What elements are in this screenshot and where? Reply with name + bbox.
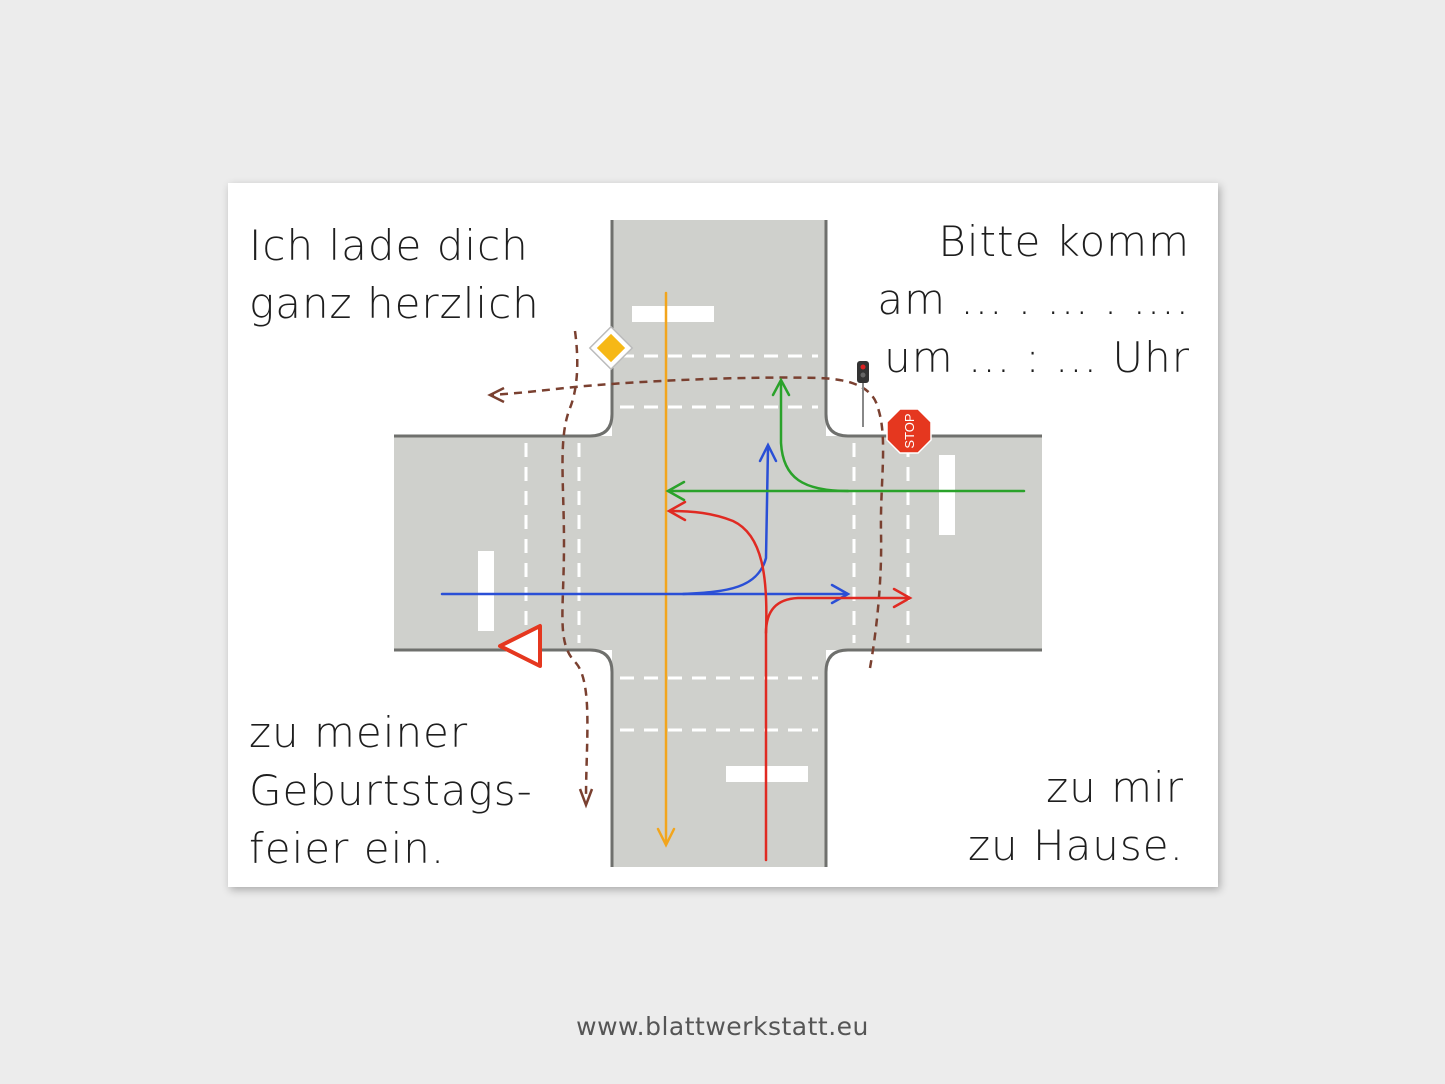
pedestrian-routes — [489, 330, 885, 799]
route-green-right — [779, 379, 850, 493]
text-line: zu meiner — [249, 708, 469, 757]
text-line: zu Hause. — [967, 821, 1184, 870]
traffic-light-icon — [857, 361, 869, 427]
text-line: ganz herzlich — [249, 279, 540, 328]
road-surface — [394, 220, 1042, 867]
invitation-text-top-right: Bitte komm am ... . ... . .... um ... : … — [877, 213, 1190, 387]
road-curbs — [394, 220, 1042, 867]
pedestrian-arrowheads — [487, 386, 594, 809]
stop-lines — [478, 306, 955, 782]
time-line: um ... : ... Uhr — [884, 333, 1190, 382]
invitation-text-bottom-right: zu mir zu Hause. — [968, 759, 1184, 875]
intersection-drawing: STOP — [394, 220, 1042, 867]
text-line: Ich lade dich — [249, 221, 529, 270]
crosswalks — [524, 354, 910, 732]
text-line: feier ein. — [249, 824, 446, 873]
priority-road-sign-icon — [588, 325, 634, 371]
invitation-card: STOP Ich lade dich ganz herzlich Bitte k… — [228, 183, 1218, 887]
text-line: zu mir — [1046, 763, 1184, 812]
text-line: Geburtstags- — [249, 766, 533, 815]
invitation-text-top-left: Ich lade dich ganz herzlich — [249, 217, 540, 333]
traffic-routes — [440, 291, 1026, 862]
text-line: Bitte komm — [938, 217, 1190, 266]
route-red-left — [668, 509, 768, 635]
invitation-text-bottom-left: zu meiner Geburtstags- feier ein. — [249, 704, 533, 878]
footer-url[interactable]: www.blattwerkstatt.eu — [576, 1012, 869, 1041]
yield-sign-icon — [498, 624, 542, 668]
stop-sign-icon: STOP — [886, 408, 932, 454]
stop-sign-label: STOP — [902, 413, 917, 448]
route-blue-left — [681, 445, 770, 596]
date-line: am ... . ... . .... — [877, 275, 1190, 324]
